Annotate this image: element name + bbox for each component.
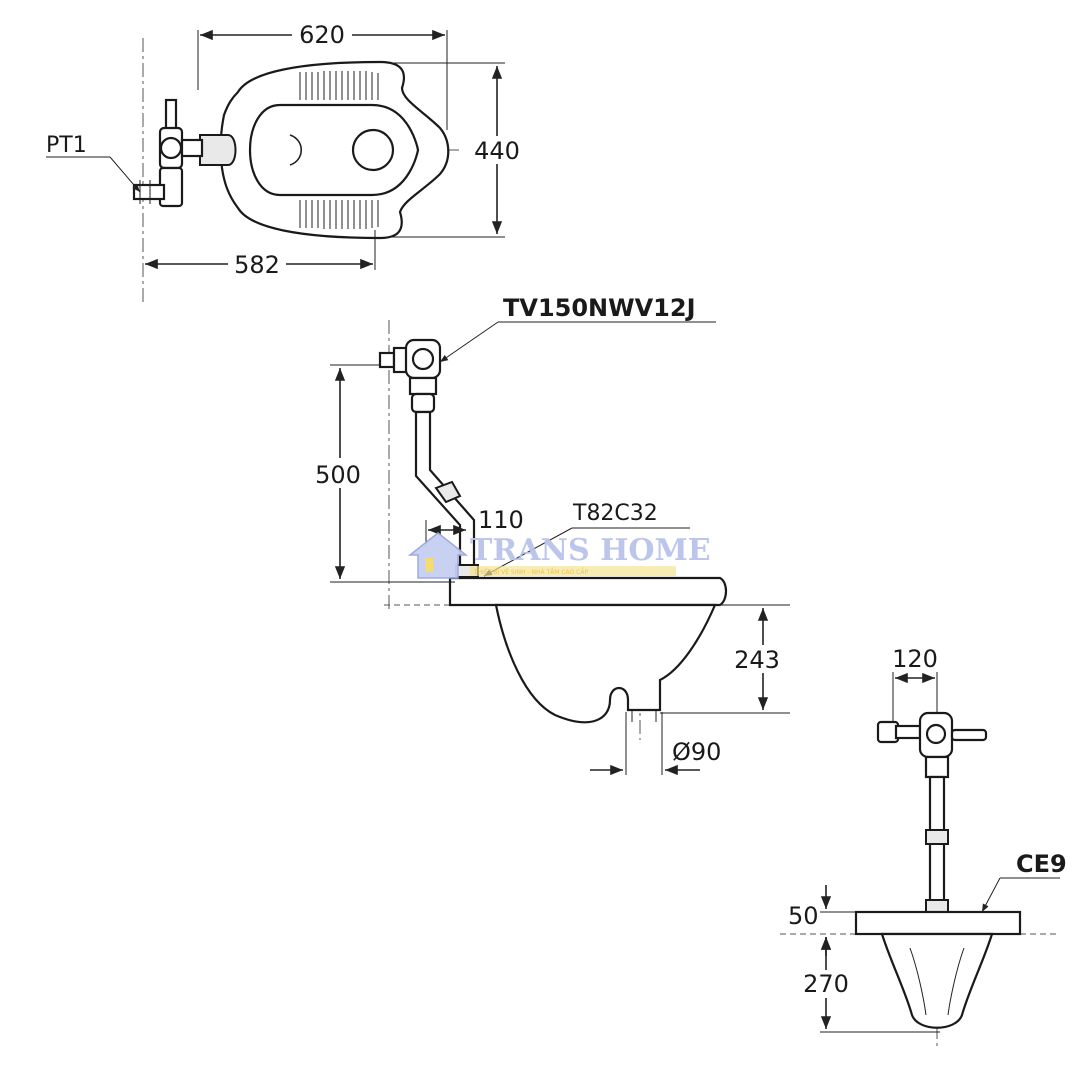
trans-home-watermark: TRANS HOME THIẾT BỊ VỆ SINH - NHÀ TẮM CA…	[407, 532, 711, 579]
front-view: 120 CE9 50 270	[780, 645, 1067, 1050]
side-depth-label: 243	[734, 646, 780, 674]
flush-valve-front	[876, 711, 988, 779]
house-door-icon	[425, 558, 433, 572]
front-rim-label: 50	[788, 902, 819, 930]
valve-model-label: TV150NWV12J	[503, 294, 696, 322]
watermark-tagline: THIẾT BỊ VỆ SINH - NHÀ TẮM CAO CẤP	[473, 568, 588, 576]
pipe-joint-front	[925, 829, 949, 845]
front-width-label: 120	[892, 645, 938, 673]
inlet-spreader	[199, 134, 237, 166]
squat-pan-bowl	[248, 103, 420, 197]
side-height-label: 500	[315, 461, 361, 489]
spreader-mark	[289, 134, 303, 166]
flush-valve-top	[132, 98, 204, 208]
top-width-label: 620	[299, 21, 345, 49]
house-logo-icon	[407, 532, 469, 579]
top-offset-label: 582	[234, 251, 280, 279]
top-depth-label: 440	[474, 137, 520, 165]
side-offset-label: 110	[478, 506, 524, 534]
pipe-joint	[434, 480, 462, 504]
side-outlet-label: Ø90	[672, 738, 721, 766]
pipe-nut-front	[925, 899, 949, 913]
side-view: 500 110 TV150NWV12J T82C32 243 Ø90	[308, 294, 790, 776]
foot-rest-ribs-top	[299, 71, 379, 229]
watermark-brand: TRANS HOME	[470, 533, 711, 568]
ce9-label: CE9	[1016, 850, 1067, 878]
drain-hole	[351, 128, 395, 172]
pan-rim-front	[854, 910, 1022, 936]
flush-valve-side	[378, 338, 442, 414]
pan-body-front	[880, 932, 994, 1029]
top-view: 620 440 582 PT1	[46, 20, 526, 305]
squat-pan-side-outline	[448, 576, 728, 607]
squat-pan-body-side	[494, 603, 717, 724]
front-depth-label: 270	[803, 970, 849, 998]
pt1-label: PT1	[46, 133, 87, 158]
bowl-model-label: T82C32	[572, 501, 658, 526]
